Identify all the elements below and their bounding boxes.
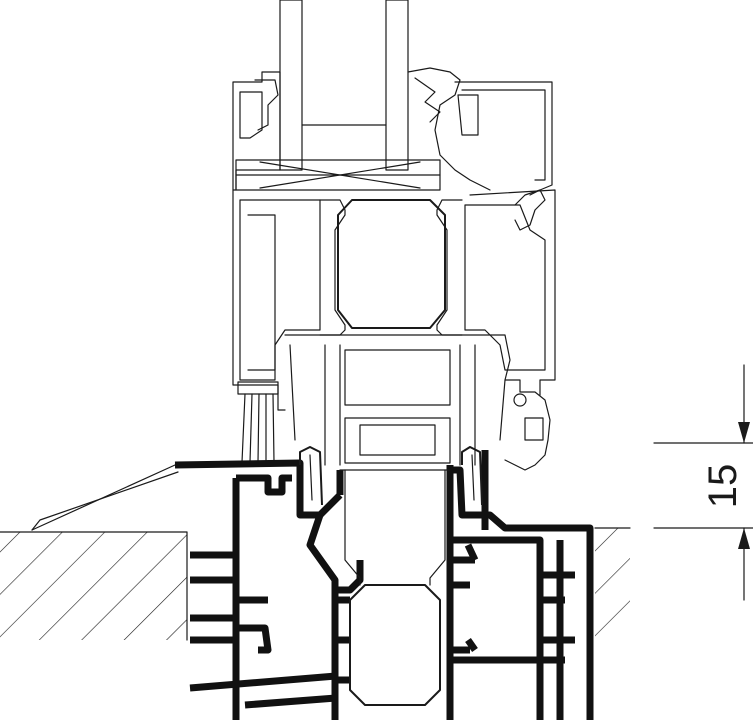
masonry-right (594, 527, 631, 640)
masonry-left (0, 531, 188, 641)
dimension-arrow-top (738, 422, 750, 443)
sash-frame (232, 67, 553, 196)
upper-insulation-core (319, 199, 463, 336)
dimension-label: 15 (701, 464, 745, 509)
height-dimension: 15 (653, 364, 753, 601)
sill-profile (174, 446, 594, 720)
glazing-panes (279, 0, 409, 171)
lower-insulation-core (339, 469, 451, 706)
dimension-arrow-bottom (738, 528, 750, 549)
threshold-ramp (31, 462, 301, 531)
window-frame (232, 189, 556, 471)
